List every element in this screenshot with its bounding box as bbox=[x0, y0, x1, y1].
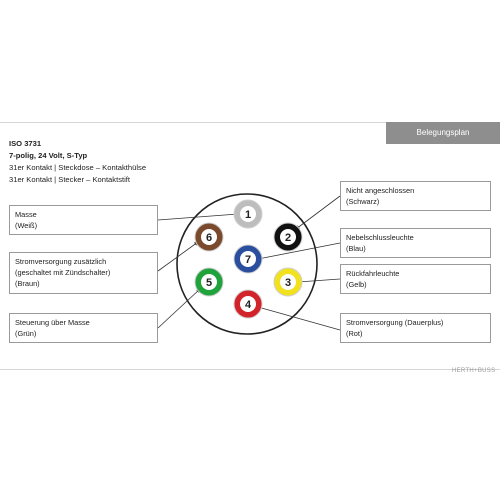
label-box-strom-zusaetzlich: Stromversorgung zusätzlich (geschaltet m… bbox=[9, 252, 158, 294]
pin-3-contact bbox=[280, 274, 296, 290]
leader-line-rueckfahrleuchte bbox=[297, 278, 341, 284]
label-dauer-color: (Rot) bbox=[346, 329, 363, 338]
pin-6: 6 bbox=[194, 222, 224, 252]
label-nebel-color: (Blau) bbox=[346, 244, 366, 253]
label-box-steuerung: Steuerung über Masse (Grün) bbox=[9, 313, 158, 343]
pin-7-number: 7 bbox=[245, 254, 251, 266]
contact-socket-line: 31er Kontakt | Steckdose – Kontakthülse bbox=[9, 163, 147, 172]
pin-5-contact bbox=[201, 274, 217, 290]
belegungsplan-tag: Belegungsplan bbox=[386, 122, 500, 144]
label-nicht-name: Nicht angeschlossen bbox=[346, 186, 415, 195]
pin-1-number: 1 bbox=[245, 209, 251, 221]
leader-line-steuerung bbox=[157, 288, 201, 329]
pin-7-contact bbox=[240, 251, 256, 267]
label-box-rueckfahrleuchte: Rückfahrleuchte (Gelb) bbox=[340, 264, 491, 294]
label-nebel-name: Nebelschlussleuchte bbox=[346, 233, 414, 242]
leader-line-dauerplus bbox=[257, 306, 341, 331]
label-steuerung-name: Steuerung über Masse bbox=[15, 318, 90, 327]
label-rueck-color: (Gelb) bbox=[346, 280, 367, 289]
label-strom-zus-color: (Braun) bbox=[15, 279, 40, 288]
pin-2: 2 bbox=[273, 222, 303, 252]
pin-5: 5 bbox=[194, 267, 224, 297]
label-dauer-name: Stromversorgung (Dauerplus) bbox=[346, 318, 444, 327]
label-steuerung-color: (Grün) bbox=[15, 329, 37, 338]
label-masse-name: Masse bbox=[15, 210, 37, 219]
leader-line-strom-zusaetzlich bbox=[157, 241, 199, 272]
pin-6-number: 6 bbox=[206, 232, 212, 244]
pin-7: 7 bbox=[233, 244, 263, 274]
contact-plug-line: 31er Kontakt | Stecker – Kontaktstift bbox=[9, 175, 131, 184]
label-strom-zus-name: Stromversorgung zusätzlich bbox=[15, 257, 107, 266]
leader-line-masse bbox=[157, 212, 239, 221]
pin-6-contact bbox=[201, 229, 217, 245]
leader-line-nicht-angeschlossen bbox=[295, 195, 341, 230]
pin-5-number: 5 bbox=[206, 277, 212, 289]
pin-3-number: 3 bbox=[285, 277, 291, 289]
label-box-dauerplus: Stromversorgung (Dauerplus) (Rot) bbox=[340, 313, 491, 343]
label-masse-color: (Weiß) bbox=[15, 221, 38, 230]
pin-4-contact bbox=[240, 296, 256, 312]
brand-logo-text: HERTH+BUSS bbox=[452, 368, 496, 374]
pin-1-contact bbox=[240, 206, 256, 222]
label-box-nebelschlussleuchte: Nebelschlussleuchte (Blau) bbox=[340, 228, 491, 258]
label-box-masse: Masse (Weiß) bbox=[9, 205, 158, 235]
label-rueck-name: Rückfahrleuchte bbox=[346, 269, 400, 278]
pin-1: 1 bbox=[233, 199, 263, 229]
pin-3: 3 bbox=[273, 267, 303, 297]
pin-4-number: 4 bbox=[245, 299, 252, 311]
label-strom-zus-note: (geschaltet mit Zündschalter) bbox=[15, 268, 111, 277]
label-box-nicht-angeschlossen: Nicht angeschlossen (Schwarz) bbox=[340, 181, 491, 211]
standard-title: ISO 3731 bbox=[9, 139, 42, 148]
leader-line-nebelschlussleuchte bbox=[257, 242, 341, 261]
standard-subtitle: 7-polig, 24 Volt, S-Typ bbox=[9, 151, 88, 160]
label-nicht-color: (Schwarz) bbox=[346, 197, 380, 206]
pin-2-contact bbox=[280, 229, 296, 245]
pin-2-number: 2 bbox=[285, 232, 291, 244]
pin-4: 4 bbox=[233, 289, 263, 319]
